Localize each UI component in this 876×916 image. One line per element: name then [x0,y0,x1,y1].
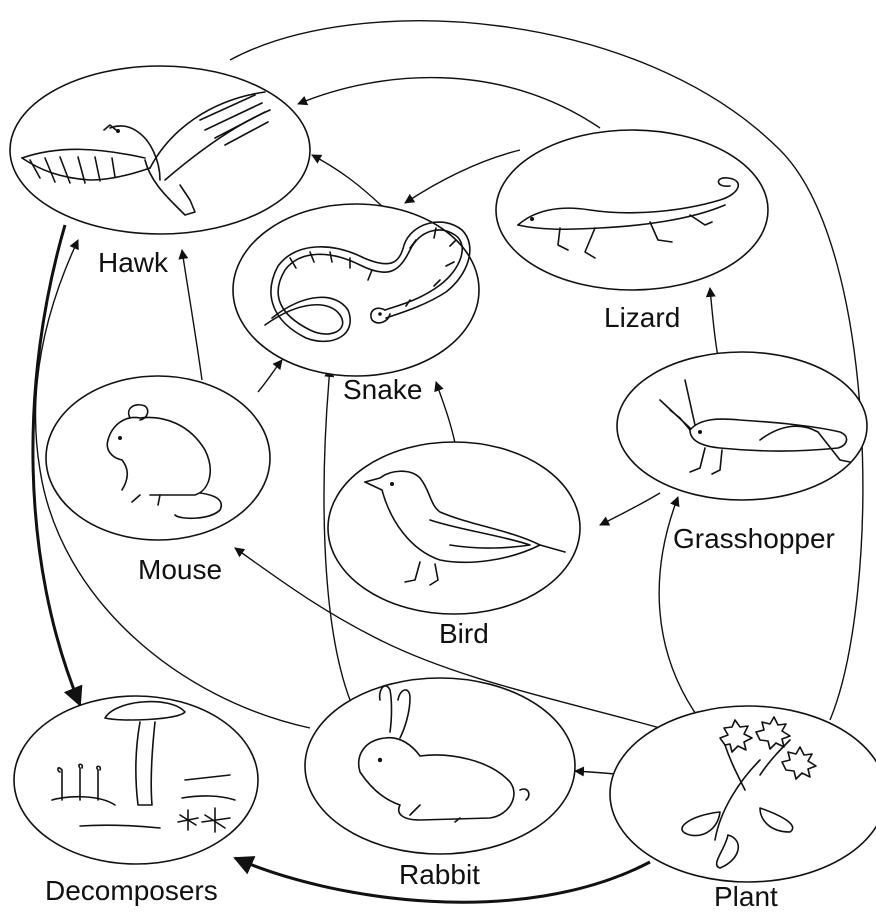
node-grasshopper: Grasshopper [617,352,867,554]
arrow-grasshopper-to-bird [600,493,660,525]
arrow-bird-to-snake [436,382,455,443]
mouse-label: Mouse [138,554,222,585]
lizard-label: Lizard [604,302,680,333]
node-decomposers: Decomposers [14,696,258,906]
bird-label: Bird [439,618,489,649]
node-plant: Plant [610,706,876,912]
node-rabbit: Rabbit [305,678,575,890]
arrow-lizard-to-hawk [298,78,600,128]
arrow-grasshopper-to-lizard [710,288,718,357]
arrow-mouse-to-hawk [182,250,202,380]
decomposers-label: Decomposers [45,875,218,906]
plant-label: Plant [714,881,778,912]
grasshopper-label: Grasshopper [673,523,835,554]
snake-label: Snake [343,374,422,405]
node-snake: Snake [233,204,479,405]
rabbit-label: Rabbit [399,859,480,890]
hawk-label: Hawk [98,247,169,278]
node-lizard: Lizard [496,130,768,333]
node-bird: Bird [328,442,580,649]
arrow-snake-to-hawk [312,155,386,210]
arrow-mouse-to-snake [258,360,282,392]
node-mouse: Mouse [46,376,270,585]
